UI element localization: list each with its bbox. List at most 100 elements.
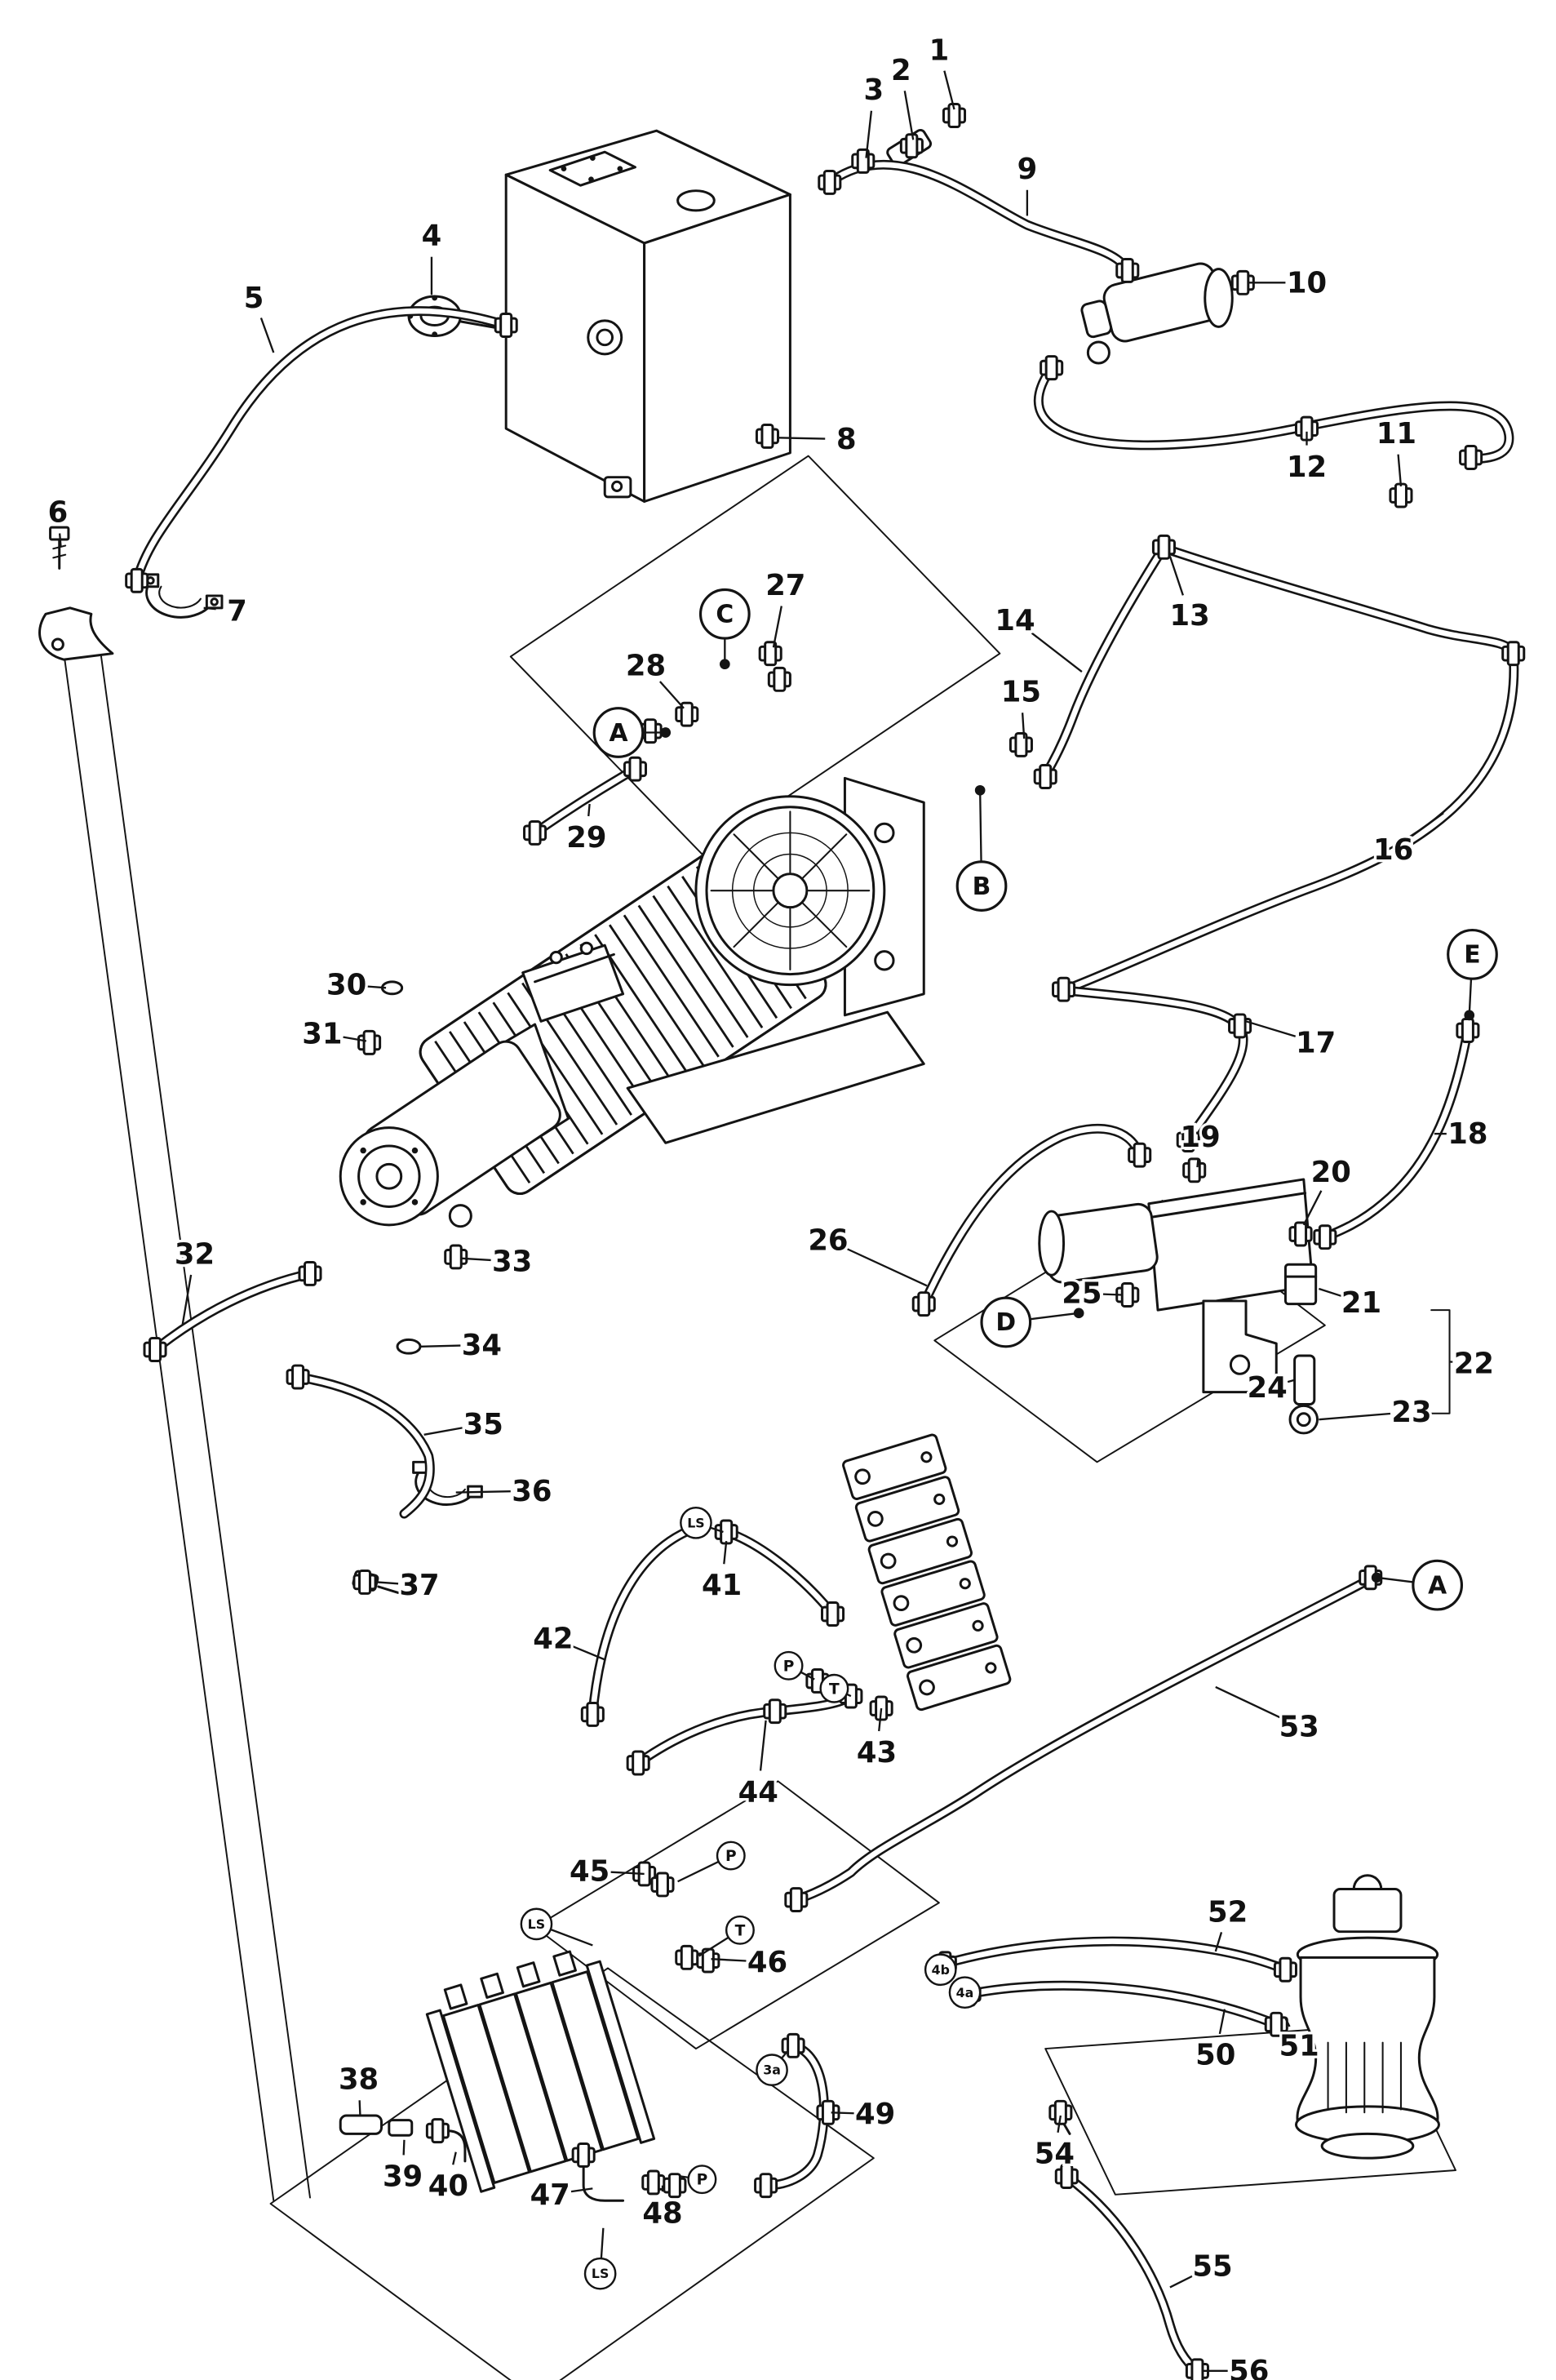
svg-text:9: 9 [1017,153,1038,186]
svg-text:23: 23 [1391,1396,1431,1429]
svg-text:51: 51 [1279,2029,1319,2063]
port-label-LS: LS [680,1506,724,1539]
svg-text:47: 47 [530,2178,570,2212]
svg-text:5: 5 [244,282,264,315]
callout-30: 30 [324,966,387,1005]
valve-stack [840,1432,1013,1712]
svg-text:41: 41 [702,1569,742,1602]
svg-text:42: 42 [533,1622,573,1655]
svg-text:10: 10 [1287,266,1327,300]
hydraulic-tank [407,129,791,503]
callout-52: 52 [1205,1893,1251,1952]
svg-text:A: A [609,719,627,748]
svg-text:LS: LS [592,2266,609,2281]
svg-text:48: 48 [642,2196,682,2230]
callout-21: 21 [1319,1284,1384,1322]
callout-3: 3 [861,71,886,158]
svg-text:2: 2 [891,54,911,87]
callout-20: 20 [1302,1153,1354,1226]
svg-text:30: 30 [326,969,366,1002]
svg-text:27: 27 [765,569,805,602]
callout-19: 19 [1177,1118,1223,1168]
callout-10: 10 [1248,264,1329,303]
callout-42: 42 [530,1619,605,1661]
svg-text:33: 33 [492,1246,532,1279]
callout-25: 25 [1059,1274,1122,1313]
callout-14: 14 [992,602,1083,673]
svg-text:3: 3 [864,73,884,107]
port-label-4a: 4a [948,1976,982,2009]
port-label-LS: LS [583,2227,617,2290]
callout-44: 44 [735,1720,781,1812]
svg-text:E: E [1464,941,1480,970]
svg-text:22: 22 [1454,1347,1494,1380]
svg-text:4a: 4a [956,1985,974,2000]
svg-text:3a: 3a [763,2063,781,2078]
callout-13: 13 [1167,556,1212,636]
callout-4: 4 [419,216,445,295]
port-label-4b: 4b [924,1953,957,1987]
svg-text:12: 12 [1287,451,1327,484]
callout-16: 16 [1371,812,1444,869]
svg-text:1: 1 [929,34,950,68]
ref-circle-A: A [1371,1559,1464,1611]
ref-circle-E: E [1447,929,1498,1021]
ref-circle-D: D [980,1296,1084,1348]
power-unit [1038,1178,1451,1435]
callout-49: 49 [831,2095,898,2134]
svg-text:19: 19 [1181,1121,1221,1154]
svg-text:52: 52 [1208,1896,1248,1929]
svg-text:T: T [735,1922,746,1939]
callout-39: 39 [380,2139,425,2196]
callout-35: 35 [423,1405,506,1444]
svg-text:50: 50 [1195,2039,1235,2072]
svg-text:24: 24 [1247,1371,1287,1405]
svg-text:A: A [1428,1571,1447,1600]
svg-text:14: 14 [995,604,1035,637]
callout-45: 45 [567,1852,645,1891]
callout-18: 18 [1434,1115,1491,1153]
callout-28: 28 [623,646,685,709]
svg-text:35: 35 [463,1408,503,1441]
callout-29: 29 [564,803,610,857]
motor-pump-assembly [339,776,925,1228]
svg-text:40: 40 [428,2169,468,2203]
callout-23: 23 [1319,1393,1434,1432]
svg-text:31: 31 [302,1017,342,1050]
svg-text:18: 18 [1447,1117,1487,1151]
svg-text:15: 15 [1001,675,1041,708]
svg-text:LS: LS [528,1916,545,1932]
svg-text:7: 7 [227,595,247,628]
annotations: 1234567891011121314151617181920212223242… [45,31,1498,2380]
valve-bank [425,1950,656,2193]
callout-38: 38 [336,2060,381,2116]
svg-text:25: 25 [1062,1277,1102,1311]
svg-text:44: 44 [738,1775,778,1809]
svg-text:46: 46 [747,1946,787,1979]
svg-text:53: 53 [1279,1710,1319,1743]
svg-text:55: 55 [1192,2249,1232,2283]
callout-40: 40 [426,2151,471,2205]
ref-circle-B: B [955,784,1008,912]
callout-56: 56 [1203,2352,1272,2380]
svg-text:45: 45 [570,1854,610,1888]
callout-37: 37 [376,1566,442,1605]
callout-31: 31 [299,1015,367,1054]
pump-unit-10 [1080,262,1234,365]
svg-text:56: 56 [1229,2355,1269,2380]
callout-24: 24 [1244,1369,1295,1407]
svg-text:49: 49 [855,2098,895,2131]
svg-text:B: B [973,873,991,901]
svg-text:26: 26 [808,1224,848,1258]
port-label-T: T [819,1673,852,1703]
svg-text:38: 38 [339,2063,379,2096]
port-label-LS: LS [520,1907,593,1947]
callout-12: 12 [1284,431,1329,486]
svg-text:6: 6 [48,496,69,530]
svg-text:34: 34 [462,1329,502,1362]
callout-47: 47 [527,2176,593,2214]
port-label-3a: 3a [756,2051,788,2086]
port-label-P: P [774,1650,815,1681]
svg-text:4: 4 [422,220,442,253]
